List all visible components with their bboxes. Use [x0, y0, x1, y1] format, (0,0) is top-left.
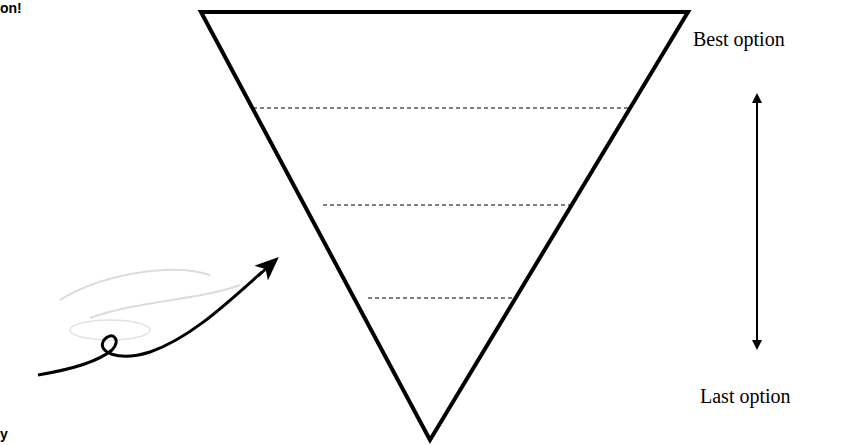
dashed-divider — [368, 297, 516, 298]
cropped-text: y — [0, 426, 8, 442]
scale-label: Best option — [693, 28, 785, 51]
dashed-divider — [253, 107, 630, 108]
decorative-swirl — [38, 265, 270, 375]
dashed-divider — [323, 204, 572, 205]
inverted-triangle — [201, 12, 688, 440]
double-arrow — [756, 98, 758, 345]
cropped-text: on! — [0, 0, 22, 16]
scale-label: Last option — [700, 385, 791, 408]
